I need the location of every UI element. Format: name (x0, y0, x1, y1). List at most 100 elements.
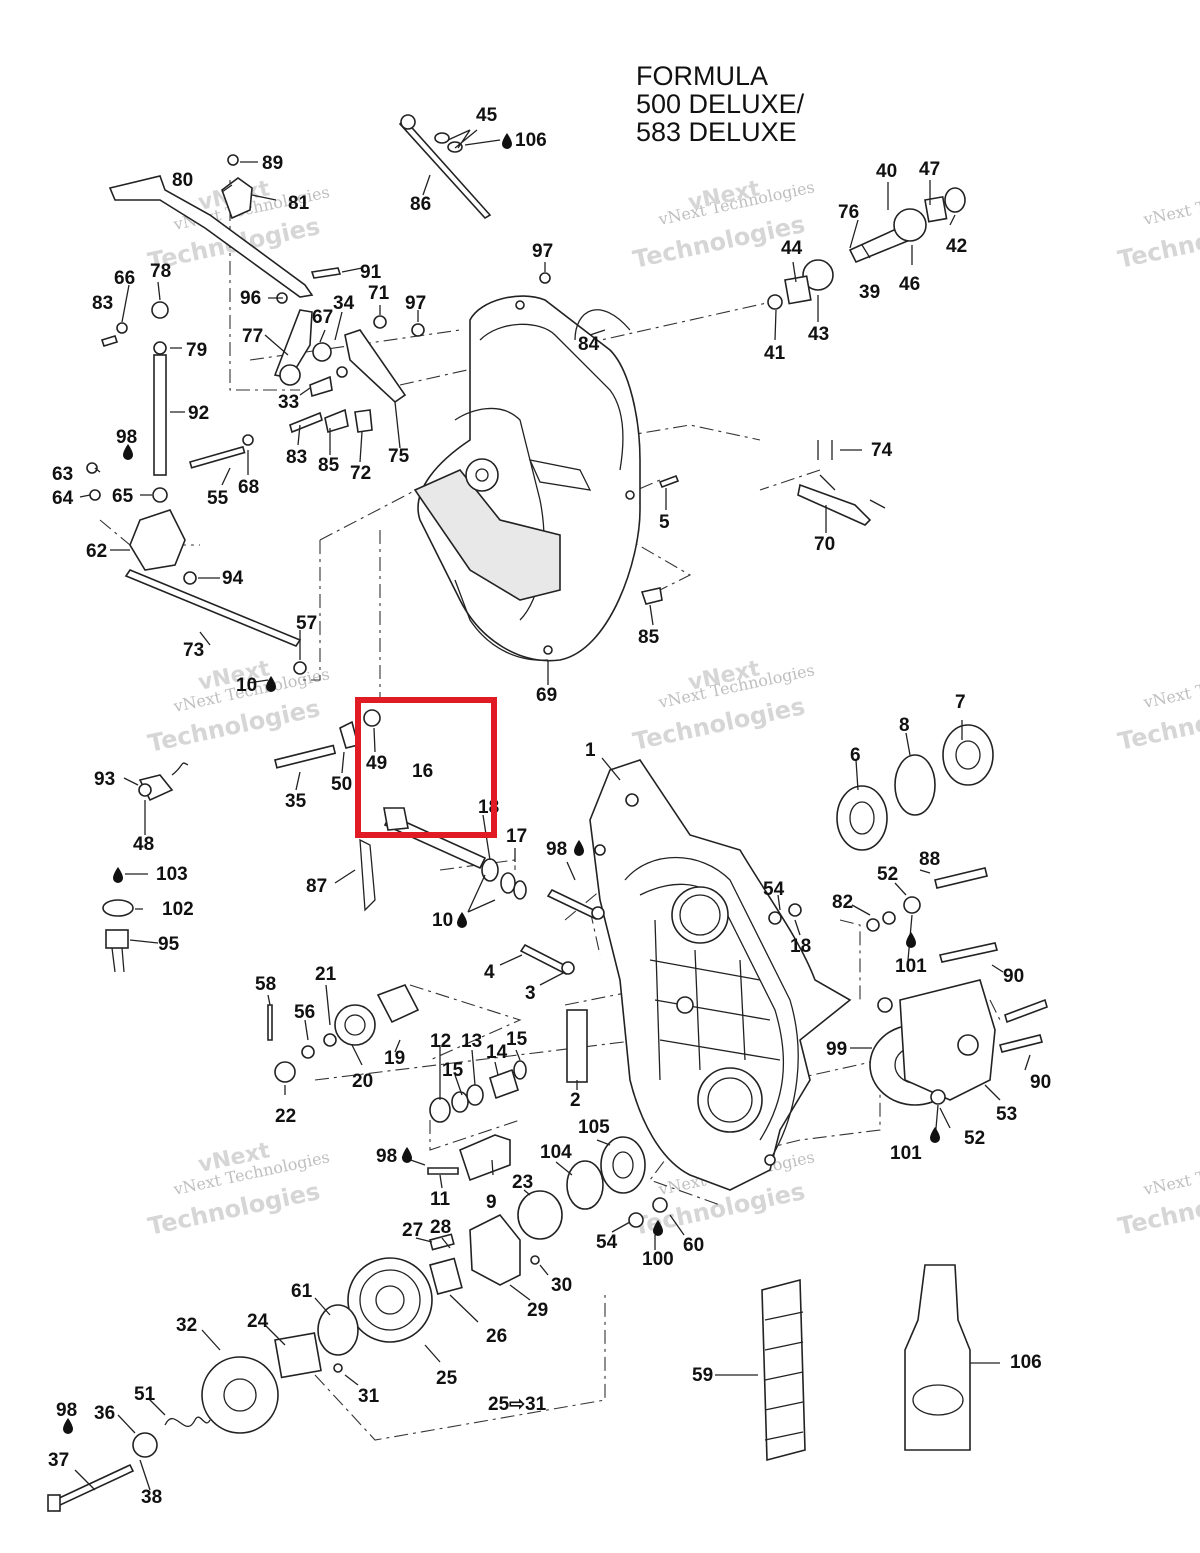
part-number-label: 62 (86, 541, 107, 562)
part-number-label: 92 (188, 403, 209, 424)
part-number-label: 57 (296, 613, 317, 634)
title-line-3: 583 DELUXE (636, 117, 797, 147)
part-number-label: 11 (430, 1189, 451, 1210)
part-number-label: 21 (315, 964, 337, 985)
part-number-label: 25 (436, 1368, 458, 1389)
part-number-label: 22 (275, 1106, 296, 1127)
oil-drop-icon (574, 840, 584, 856)
part-number-label: 104 (540, 1142, 572, 1163)
part-number-label: 53 (996, 1104, 1017, 1125)
oil-drop-icons (63, 133, 940, 1434)
part-number-label: 98 (546, 839, 567, 860)
part-number-label: 73 (183, 640, 204, 661)
part-number-label: 33 (278, 392, 299, 413)
part-number-label: 46 (899, 274, 920, 295)
part-number-label: 18 (790, 936, 811, 957)
part-number-label: 35 (285, 791, 307, 812)
part-number-label: 95 (158, 934, 180, 955)
part-number-label: 101 (890, 1143, 922, 1164)
part-number-label: 70 (814, 534, 835, 555)
watermark-text: Technologies (145, 1177, 322, 1241)
part-number-label: 76 (838, 202, 859, 223)
part-number-label: 99 (826, 1039, 847, 1060)
part-number-label: 7 (955, 692, 966, 713)
part-number-label: 47 (919, 159, 940, 180)
part-number-label: 69 (536, 685, 557, 706)
part-number-label: 4 (484, 962, 495, 983)
oil-drop-icon (457, 912, 467, 928)
part-number-label: 82 (832, 892, 853, 913)
part-number-label: 41 (764, 343, 786, 364)
part-number-label: 66 (114, 268, 135, 289)
part-number-label: 96 (240, 288, 261, 309)
oil-drop-icon (653, 1220, 663, 1236)
part-number-label: 9 (486, 1192, 497, 1213)
part-number-label: 97 (405, 293, 426, 314)
part-number-label: 81 (288, 193, 310, 214)
part-number-label: 32 (176, 1315, 197, 1336)
part-number-label: 6 (850, 745, 861, 766)
part-number-label: 16 (412, 761, 433, 782)
part-number-label: 43 (808, 324, 829, 345)
part-number-label: 98 (56, 1400, 77, 1421)
chaincase-housing (589, 759, 852, 1191)
part-number-label: 79 (186, 340, 207, 361)
part-number-label: 87 (306, 876, 327, 897)
leader-lines (74, 129, 1031, 1491)
part-number-label: 34 (333, 293, 355, 314)
part-number-label: 25⇨31 (488, 1394, 547, 1415)
part-number-label: 75 (388, 446, 410, 467)
part-number-label: 19 (384, 1048, 405, 1069)
part-number-label: 83 (92, 293, 113, 314)
watermark-text: vNext Technologies (1141, 177, 1200, 229)
oil-drop-icon (906, 932, 916, 948)
title-line-1: FORMULA (636, 61, 768, 91)
part-number-label: 50 (331, 774, 352, 795)
part-number-label: 83 (286, 447, 307, 468)
part-number-label: 67 (312, 307, 333, 328)
part-number-label: 54 (763, 879, 785, 900)
part-number-label: 58 (255, 974, 276, 995)
part-number-label: 42 (946, 236, 967, 257)
part-number-label: 13 (461, 1031, 482, 1052)
part-number-label: 15 (442, 1060, 464, 1081)
part-number-label: 44 (781, 238, 803, 259)
part-number-label: 56 (294, 1002, 315, 1023)
part-number-label: 15 (506, 1029, 528, 1050)
watermark-text: Technologies (630, 692, 807, 756)
oil-drop-icon (63, 1418, 73, 1434)
part-number-label: 31 (358, 1386, 380, 1407)
part-number-label: 20 (352, 1071, 373, 1092)
part-number-label: 103 (156, 864, 188, 885)
part-number-label: 45 (476, 105, 498, 126)
part-number-label: 68 (238, 477, 259, 498)
part-number-label: 14 (486, 1042, 508, 1063)
part-number-label: 101 (895, 956, 927, 977)
part-number-label: 84 (578, 334, 600, 355)
part-number-label: 48 (133, 834, 154, 855)
part-number-label: 93 (94, 769, 115, 790)
part-number-label: 10 (236, 675, 257, 696)
part-number-label: 77 (242, 326, 263, 347)
chaincase-cover (413, 295, 641, 662)
part-number-label: 78 (150, 261, 171, 282)
part-number-label: 88 (919, 849, 940, 870)
part-number-label: 105 (578, 1117, 610, 1138)
part-number-label: 94 (222, 568, 244, 589)
part-number-label: 91 (360, 262, 382, 283)
part-number-label: 98 (376, 1146, 397, 1167)
part-number-label: 26 (486, 1326, 507, 1347)
part-number-label: 89 (262, 153, 283, 174)
part-number-label: 64 (52, 488, 74, 509)
part-number-label: 17 (506, 826, 527, 847)
oil-drop-icon (402, 1147, 412, 1163)
part-number-label: 54 (596, 1232, 618, 1253)
watermark-text: vNext Technologies (1141, 660, 1200, 712)
part-number-label: 28 (430, 1217, 451, 1238)
part-number-label: 52 (964, 1128, 985, 1149)
part-number-label: 63 (52, 464, 73, 485)
part-number-label: 106 (1010, 1352, 1042, 1373)
part-number-label: 86 (410, 194, 431, 215)
